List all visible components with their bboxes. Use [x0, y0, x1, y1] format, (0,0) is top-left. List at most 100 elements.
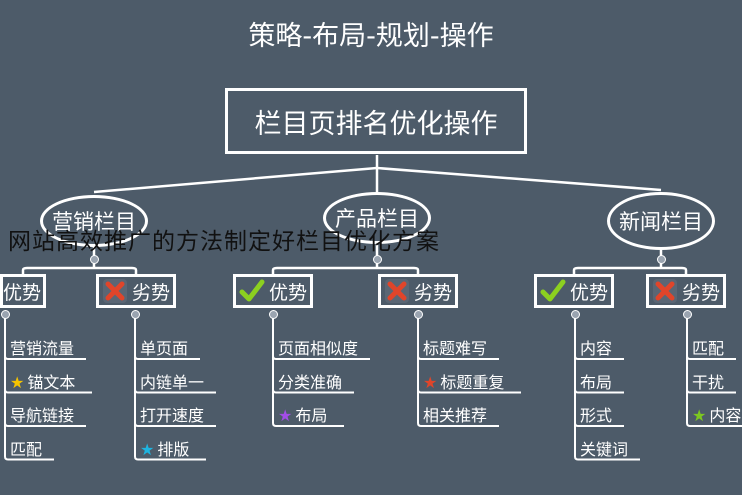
star-icon: ★	[692, 406, 707, 425]
root-node: 栏目页排名优化操作	[225, 88, 527, 154]
connector-line	[4, 456, 54, 461]
collapse-toggle[interactable]	[414, 310, 423, 319]
collapse-toggle[interactable]	[373, 255, 382, 264]
node-label: 优势	[3, 281, 42, 304]
connector-line	[574, 355, 624, 360]
connector-line	[134, 456, 206, 461]
cross-icon	[653, 279, 677, 303]
leaf-label: 干扰	[692, 372, 725, 392]
connector-line	[686, 389, 736, 394]
collapse-toggle[interactable]	[571, 310, 580, 319]
leaf-item: 页面相似度	[278, 335, 358, 359]
disadvantages-node: 劣势	[646, 274, 726, 308]
advantages-node: 优势	[233, 274, 313, 308]
node-label: 劣势	[414, 281, 453, 304]
node-label: 优势	[570, 281, 609, 304]
leaf-label: 标题难写	[423, 339, 488, 358]
leaf-label: 布局	[580, 372, 613, 392]
leaf-label: 排版	[157, 439, 190, 459]
leaf-label: 锚文本	[27, 372, 76, 392]
leaf-label: 分类准确	[278, 372, 343, 392]
connector-line	[686, 422, 742, 427]
star-icon: ★	[10, 372, 25, 392]
leaf-label: 标题重复	[440, 372, 505, 392]
connector-line	[134, 355, 200, 360]
check-icon	[239, 279, 265, 302]
leaf-item: 单页面	[140, 335, 188, 359]
connector-line	[376, 166, 662, 192]
connector-line	[4, 422, 86, 427]
connector-line	[272, 422, 344, 427]
star-icon: ★	[423, 372, 438, 392]
leaf-label: 打开速度	[140, 406, 205, 425]
node-label: 优势	[269, 281, 308, 304]
node-label: 劣势	[682, 281, 721, 304]
leaf-label: 营销流量	[10, 339, 75, 358]
leaf-item: 形式	[580, 402, 612, 426]
collapse-toggle[interactable]	[90, 255, 99, 264]
leaf-label: 关键词	[580, 439, 629, 459]
connector-line	[574, 389, 624, 394]
connector-line	[272, 355, 370, 360]
leaf-item: 内容	[580, 335, 612, 359]
leaf-item: 匹配	[10, 436, 42, 460]
collapse-toggle[interactable]	[1, 310, 10, 319]
leaf-item: 分类准确	[278, 369, 342, 393]
leaf-label: 形式	[580, 406, 613, 425]
check-icon	[540, 279, 566, 302]
connector-line	[686, 355, 736, 360]
leaf-item: ★锚文本	[10, 369, 75, 393]
collapse-toggle[interactable]	[657, 255, 666, 264]
connector-line	[271, 266, 420, 274]
leaf-item: ★标题重复	[423, 369, 504, 393]
star-icon: ★	[140, 439, 155, 459]
connector-line	[21, 266, 138, 274]
leaf-label: 匹配	[692, 339, 725, 358]
leaf-item: 干扰	[692, 369, 724, 393]
leaf-label: 导航链接	[10, 406, 75, 425]
connector-line	[93, 166, 378, 194]
disadvantages-node: 劣势	[96, 274, 176, 308]
leaf-item: 相关推荐	[423, 402, 487, 426]
overlay-caption: 网站高效推广的方法制定好栏目优化方案	[8, 229, 440, 255]
connector-line	[4, 355, 86, 360]
leaf-label: 内容	[580, 339, 613, 358]
leaf-item: 关键词	[580, 436, 628, 460]
connector-line	[417, 422, 499, 427]
category-node: 产品栏目	[323, 192, 431, 244]
leaf-item: 内链单一	[140, 369, 204, 393]
cross-icon	[385, 279, 409, 303]
collapse-toggle[interactable]	[269, 310, 278, 319]
leaf-item: ★布局	[278, 402, 327, 426]
leaf-label: 匹配	[10, 439, 43, 459]
leaf-label: 布局	[295, 406, 328, 425]
connector-line	[574, 456, 640, 461]
connector-line	[572, 266, 688, 274]
leaf-item: 导航链接	[10, 402, 74, 426]
connector-line	[417, 389, 521, 394]
connector-line	[134, 389, 216, 394]
collapse-toggle[interactable]	[683, 310, 692, 319]
connector-line	[574, 422, 624, 427]
leaf-item: 营销流量	[10, 335, 74, 359]
leaf-item: ★排版	[140, 436, 189, 460]
star-icon: ★	[278, 406, 293, 425]
leaf-label: 相关推荐	[423, 406, 488, 425]
leaf-item: 匹配	[692, 335, 724, 359]
node-label: 劣势	[132, 281, 171, 304]
connector-line	[134, 422, 216, 427]
leaf-item: ★内容	[692, 402, 741, 426]
connector-line	[417, 355, 499, 360]
advantages-node: 优势	[534, 274, 614, 308]
advantages-node: 优势	[0, 274, 46, 308]
leaf-label: 页面相似度	[278, 339, 359, 358]
leaf-item: 布局	[580, 369, 612, 393]
leaf-item: 标题难写	[423, 335, 487, 359]
leaf-label: 内链单一	[140, 372, 205, 392]
connector-line	[272, 389, 354, 394]
category-node: 营销栏目	[40, 195, 148, 247]
disadvantages-node: 劣势	[378, 274, 458, 308]
collapse-toggle[interactable]	[131, 310, 140, 319]
leaf-label: 内容	[709, 406, 742, 425]
